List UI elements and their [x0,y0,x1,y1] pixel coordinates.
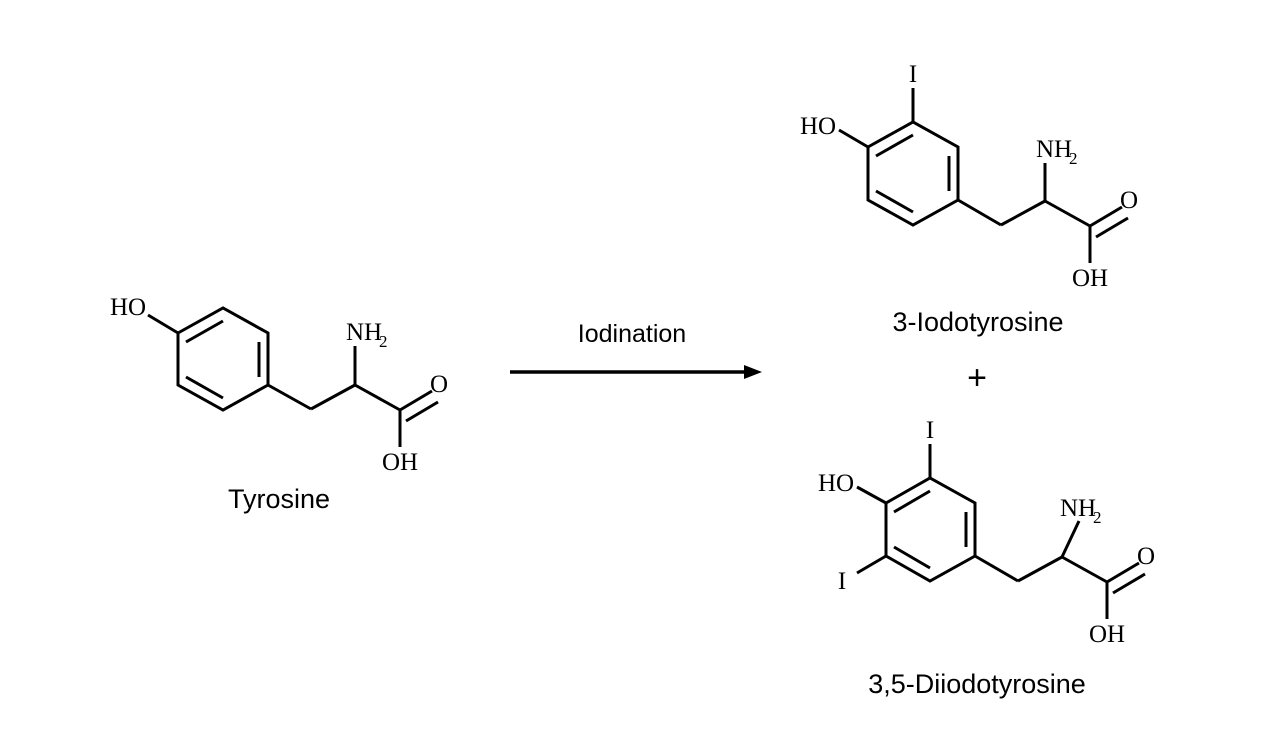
iodotyrosine-side-chain [957,163,1129,263]
iodotyrosine-atom-labels: NH 2 O OH [1036,136,1138,292]
iodotyrosine-name-label: 3-Iodotyrosine [892,307,1063,337]
diiodotyrosine-iodine5-group: I [838,554,887,595]
tyrosine-benzene-ring [176,306,270,412]
diiodotyrosine-amine-subscript: 2 [1093,508,1102,527]
diiodotyrosine-iodine3-group: I [926,417,934,478]
plus-operator: + [967,359,987,397]
molecule-3-iodotyrosine: HO I NH 2 O OH 3-Iodotyrosine [800,61,1138,337]
tyrosine-hydroxyl-group: HO [110,294,179,335]
diiodotyrosine-iodine5-label: I [838,568,846,595]
diiodotyrosine-acid-hydroxyl-label: OH [1089,621,1125,648]
tyrosine-atom-labels: NH 2 O OH [346,319,448,476]
diiodotyrosine-name-label: 3,5-Diiodotyrosine [868,669,1086,699]
diiodotyrosine-hydroxyl-label: HO [818,470,854,497]
tyrosine-name-label: Tyrosine [228,484,330,514]
molecule-tyrosine: HO NH 2 O OH Tyrosine [110,294,448,514]
iodotyrosine-iodine-label: I [909,61,917,88]
reaction-arrow-group: Iodination [510,320,762,379]
tyrosine-amine-label: NH [346,319,382,346]
tyrosine-hydroxyl-label: HO [110,294,146,321]
iodotyrosine-hydroxyl-group: HO [800,113,869,149]
diiodotyrosine-iodine3-label: I [926,417,934,444]
diiodotyrosine-amine-label: NH [1060,495,1096,522]
iodotyrosine-iodine-group: I [909,61,917,122]
iodotyrosine-carbonyl-oxygen-label: O [1120,187,1138,214]
diiodotyrosine-hydroxyl-group: HO [818,470,887,505]
reagent-label: Iodination [578,320,686,348]
tyrosine-amine-subscript: 2 [379,332,388,351]
tyrosine-acid-hydroxyl-label: OH [382,449,418,476]
diiodotyrosine-benzene-ring [884,476,977,583]
iodotyrosine-acid-hydroxyl-label: OH [1072,265,1108,292]
tyrosine-carbonyl-oxygen-label: O [430,371,448,398]
iodotyrosine-hydroxyl-label: HO [800,113,836,140]
reaction-arrow-head [744,365,762,379]
iodotyrosine-amine-subscript: 2 [1069,149,1078,168]
diiodotyrosine-carbonyl-oxygen-label: O [1137,543,1155,570]
molecule-35-diiodotyrosine: HO I I NH 2 O OH 3,5-D [818,417,1155,699]
tyrosine-side-chain [267,346,439,447]
iodotyrosine-benzene-ring [866,120,960,227]
iodotyrosine-amine-label: NH [1036,136,1072,163]
diiodotyrosine-side-chain [974,520,1146,619]
diiodotyrosine-atom-labels: NH 2 O OH [1060,495,1155,648]
